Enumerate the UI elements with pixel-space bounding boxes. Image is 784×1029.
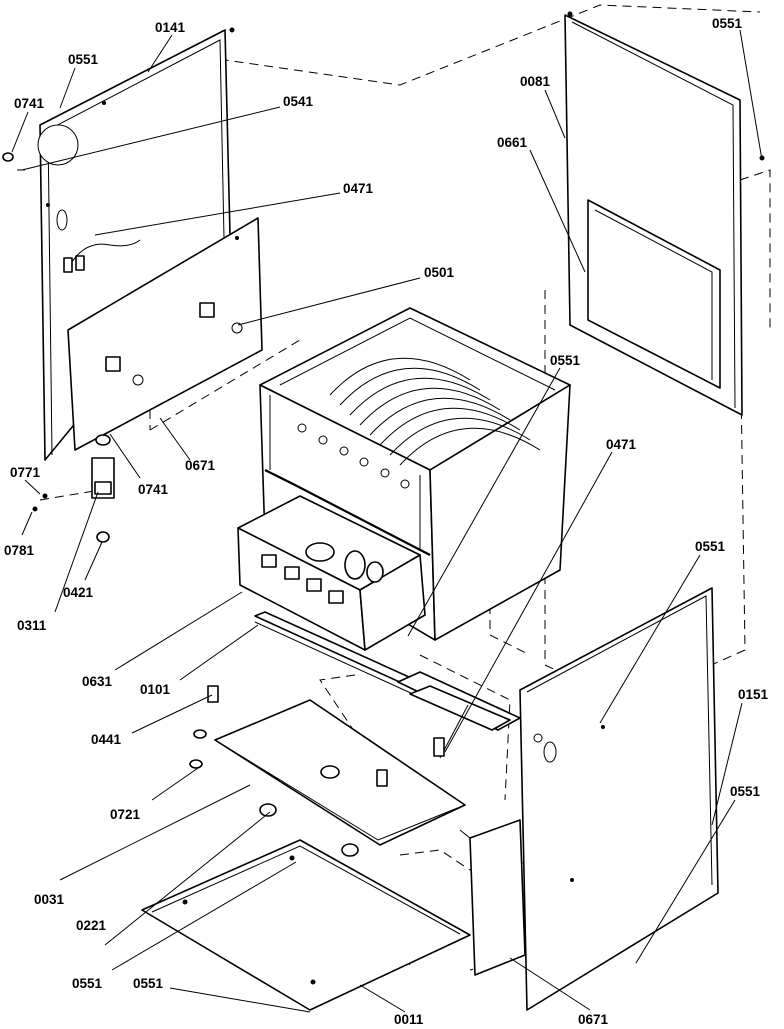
right-lower-panel	[459, 819, 526, 976]
callout-0661: 0661	[497, 135, 528, 150]
callout-0221: 0221	[76, 918, 107, 933]
callout-0441: 0441	[91, 732, 122, 747]
filter-panel	[587, 199, 721, 389]
callout-0721: 0721	[110, 807, 141, 822]
wiring-harness-left	[63, 239, 141, 273]
callout-labels: 0141 0551 0741 0541 0471 0501 0081 0661 …	[4, 16, 769, 1027]
callout-0011: 0011	[394, 1012, 424, 1027]
callout-0781: 0781	[4, 543, 35, 558]
callout-0551-mid: 0551	[550, 353, 581, 368]
callout-0081: 0081	[520, 74, 551, 89]
callout-0771: 0771	[10, 465, 41, 480]
callout-0421: 0421	[63, 585, 94, 600]
callout-0551-topleft: 0551	[68, 52, 99, 67]
mounting-bracket	[2, 152, 115, 543]
callout-0101: 0101	[140, 682, 171, 697]
callout-0551-bottom2: 0551	[133, 976, 164, 991]
burner-assembly	[237, 495, 426, 651]
callout-0141-top: 0141	[155, 20, 186, 35]
callout-0501: 0501	[424, 265, 455, 280]
callout-0741-bottom: 0741	[138, 482, 169, 497]
right-front-panel	[519, 587, 719, 1011]
callout-0031: 0031	[34, 892, 65, 907]
left-access-panel	[67, 217, 263, 451]
callout-0631: 0631	[82, 674, 113, 689]
control-tray	[189, 685, 466, 857]
callout-0471-right: 0471	[606, 437, 637, 452]
callout-0311: 0311	[17, 618, 47, 633]
callout-0551-topright: 0551	[712, 16, 743, 31]
callout-0671-bottom: 0671	[578, 1012, 609, 1027]
leader-lines	[11, 29, 763, 1013]
callout-0541: 0541	[283, 94, 314, 109]
callout-0471-left: 0471	[343, 181, 374, 196]
callout-0551-bottom1: 0551	[72, 976, 103, 991]
wiring-harness-right	[397, 671, 521, 759]
callout-0151: 0151	[738, 687, 769, 702]
bottom-base-panel	[141, 839, 471, 1011]
callout-0671-left: 0671	[185, 458, 216, 473]
callout-0741-top: 0741	[14, 96, 45, 111]
callout-0551-right: 0551	[695, 539, 726, 554]
burner-tubes	[329, 357, 541, 466]
callout-0551-lowright: 0551	[730, 784, 761, 799]
